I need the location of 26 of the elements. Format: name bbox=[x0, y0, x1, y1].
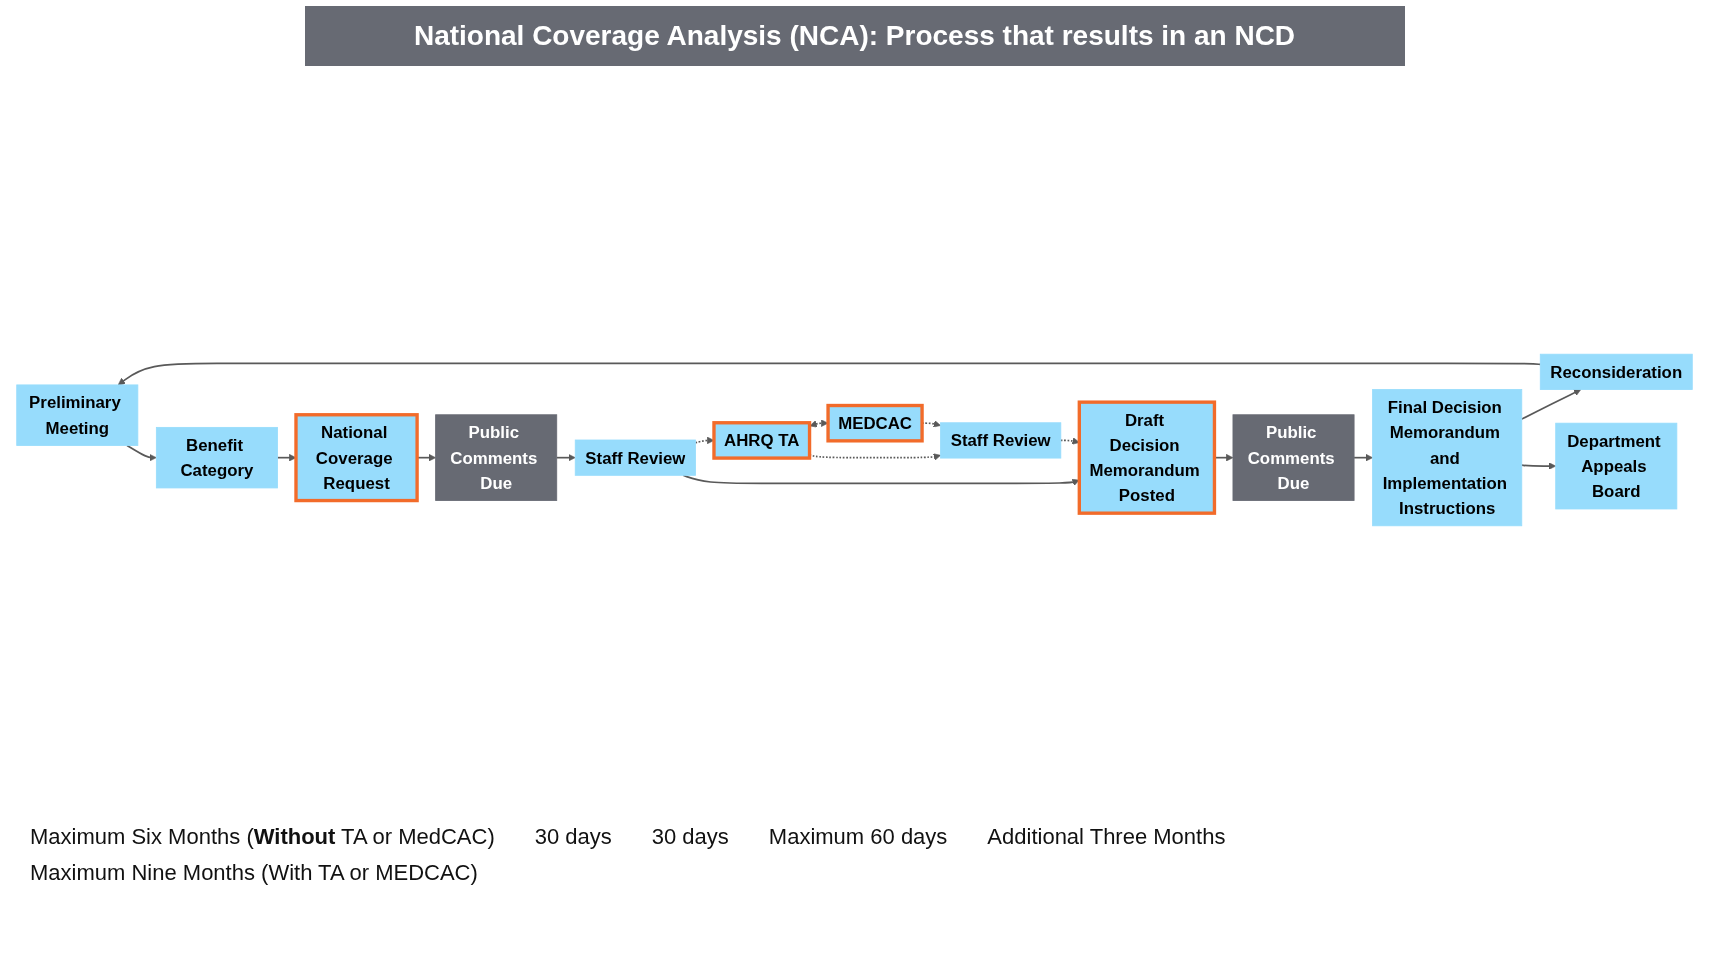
node-box: AHRQ TA bbox=[712, 421, 812, 460]
arrow bbox=[126, 444, 157, 462]
node-box: Benefit Category bbox=[155, 426, 278, 489]
arrow bbox=[117, 362, 1542, 386]
node-box: National Coverage Request bbox=[294, 413, 419, 503]
node-box: Public Comments Due bbox=[435, 414, 558, 501]
node-box: Preliminary Meeting bbox=[16, 384, 139, 446]
node-box: Draft Decision Memorandum Posted bbox=[1077, 400, 1217, 515]
node-box: Staff Review bbox=[940, 422, 1062, 459]
arrow bbox=[1520, 389, 1582, 420]
arrow bbox=[1520, 462, 1557, 470]
arrow bbox=[1353, 453, 1373, 462]
note-text: 30 days bbox=[534, 824, 612, 850]
note-text: Maximum 60 days bbox=[768, 824, 948, 850]
node-box: MEDCAC bbox=[826, 403, 924, 443]
arrow bbox=[555, 453, 576, 462]
title-banner: National Coverage Analysis (NCA): Process that results in an NCD bbox=[304, 6, 1405, 66]
note-text: Maximum Nine Months (With TA or MEDCAC) bbox=[30, 860, 478, 886]
node-box: Department Appeals Board bbox=[1555, 422, 1678, 510]
node-box: Reconsideration bbox=[1539, 353, 1693, 390]
node-box: Staff Review bbox=[574, 439, 696, 476]
node-box: Public Comments Due bbox=[1232, 414, 1355, 501]
note-text: Maximum Six Months (Without TA or MedCAC) bbox=[30, 824, 495, 850]
note-text: 30 days bbox=[651, 824, 729, 850]
note-text: Additional Three Months bbox=[987, 824, 1226, 850]
node-box: Final Decision Memorandum and Implementation Instructions bbox=[1372, 389, 1523, 527]
